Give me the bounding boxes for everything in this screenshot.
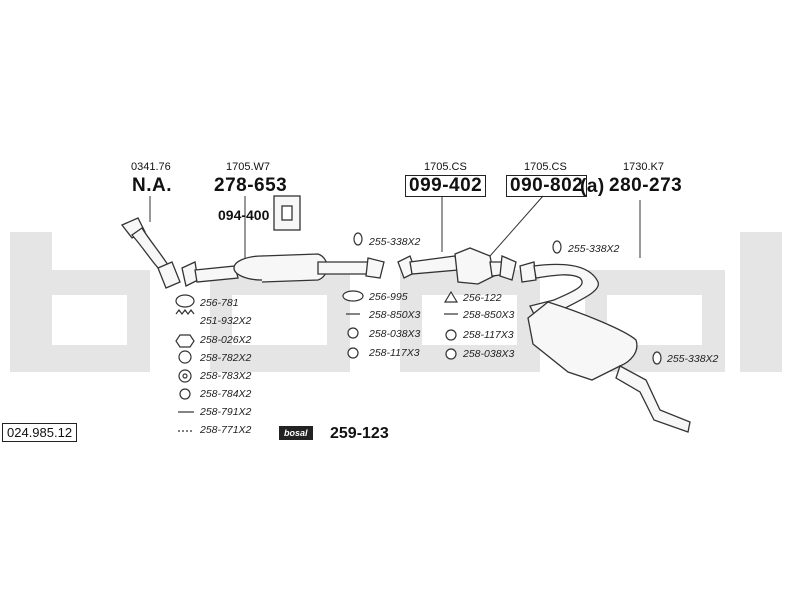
left-part-3: 258-026X2 [200, 334, 252, 346]
right-part-4: 258-038X3 [463, 348, 515, 360]
left-part-6: 258-784X2 [200, 388, 252, 400]
middle-part-2: 258-850X3 [369, 309, 421, 321]
section-part-catalyst-2: 090-802 [506, 175, 588, 197]
section-subpart-center-silencer: 094-400 [218, 207, 270, 223]
right-part-2: 258-850X3 [463, 309, 515, 321]
section-part-rear-silencer: 280-273 [609, 175, 683, 196]
center-silencer [181, 195, 385, 287]
left-part-2: 251-932X2 [200, 315, 252, 327]
left-part-8: 258-771X2 [200, 424, 252, 436]
right-part-1: 256-122 [463, 292, 502, 304]
clamp-label-rear: 255-338X2 [667, 353, 719, 365]
clamp-label-center: 255-338X2 [369, 236, 421, 248]
left-part-4: 258-782X2 [200, 352, 252, 364]
section-ref-catalyst-2: 1705.CS [524, 161, 567, 173]
middle-part-3: 258-038X3 [369, 328, 421, 340]
section-ref-catalyst-1: 1705.CS [424, 161, 467, 173]
accessory-icons [175, 232, 662, 432]
left-part-7: 258-791X2 [200, 406, 252, 418]
middle-part-1: 256-995 [369, 291, 408, 303]
front-pipe [120, 217, 181, 289]
section-ref-rear-silencer: 1730.K7 [623, 161, 664, 173]
section-part-center-silencer: 278-653 [214, 175, 288, 196]
kit-brand-logo: bosal [279, 426, 313, 440]
catalytic-converter [397, 247, 517, 285]
left-part-1: 256-781 [200, 297, 239, 309]
catalog-number: 024.985.12 [2, 423, 78, 442]
section-part-catalyst-1: 099-402 [405, 175, 487, 197]
section-ref-center-silencer: 1705.W7 [226, 161, 271, 173]
clamp-label-catalyst: 255-338X2 [568, 243, 620, 255]
section-ref-front-pipe: 0341.76 [131, 161, 171, 173]
section-suffix-catalyst-2: (a) [580, 176, 605, 197]
section-part-front-pipe: N.A. [132, 175, 172, 196]
kit-number: 259-123 [330, 425, 389, 442]
right-part-3: 258-117X3 [463, 329, 514, 341]
middle-part-4: 258-117X3 [369, 347, 420, 359]
left-part-5: 258-783X2 [200, 370, 252, 382]
rear-silencer [519, 261, 691, 433]
